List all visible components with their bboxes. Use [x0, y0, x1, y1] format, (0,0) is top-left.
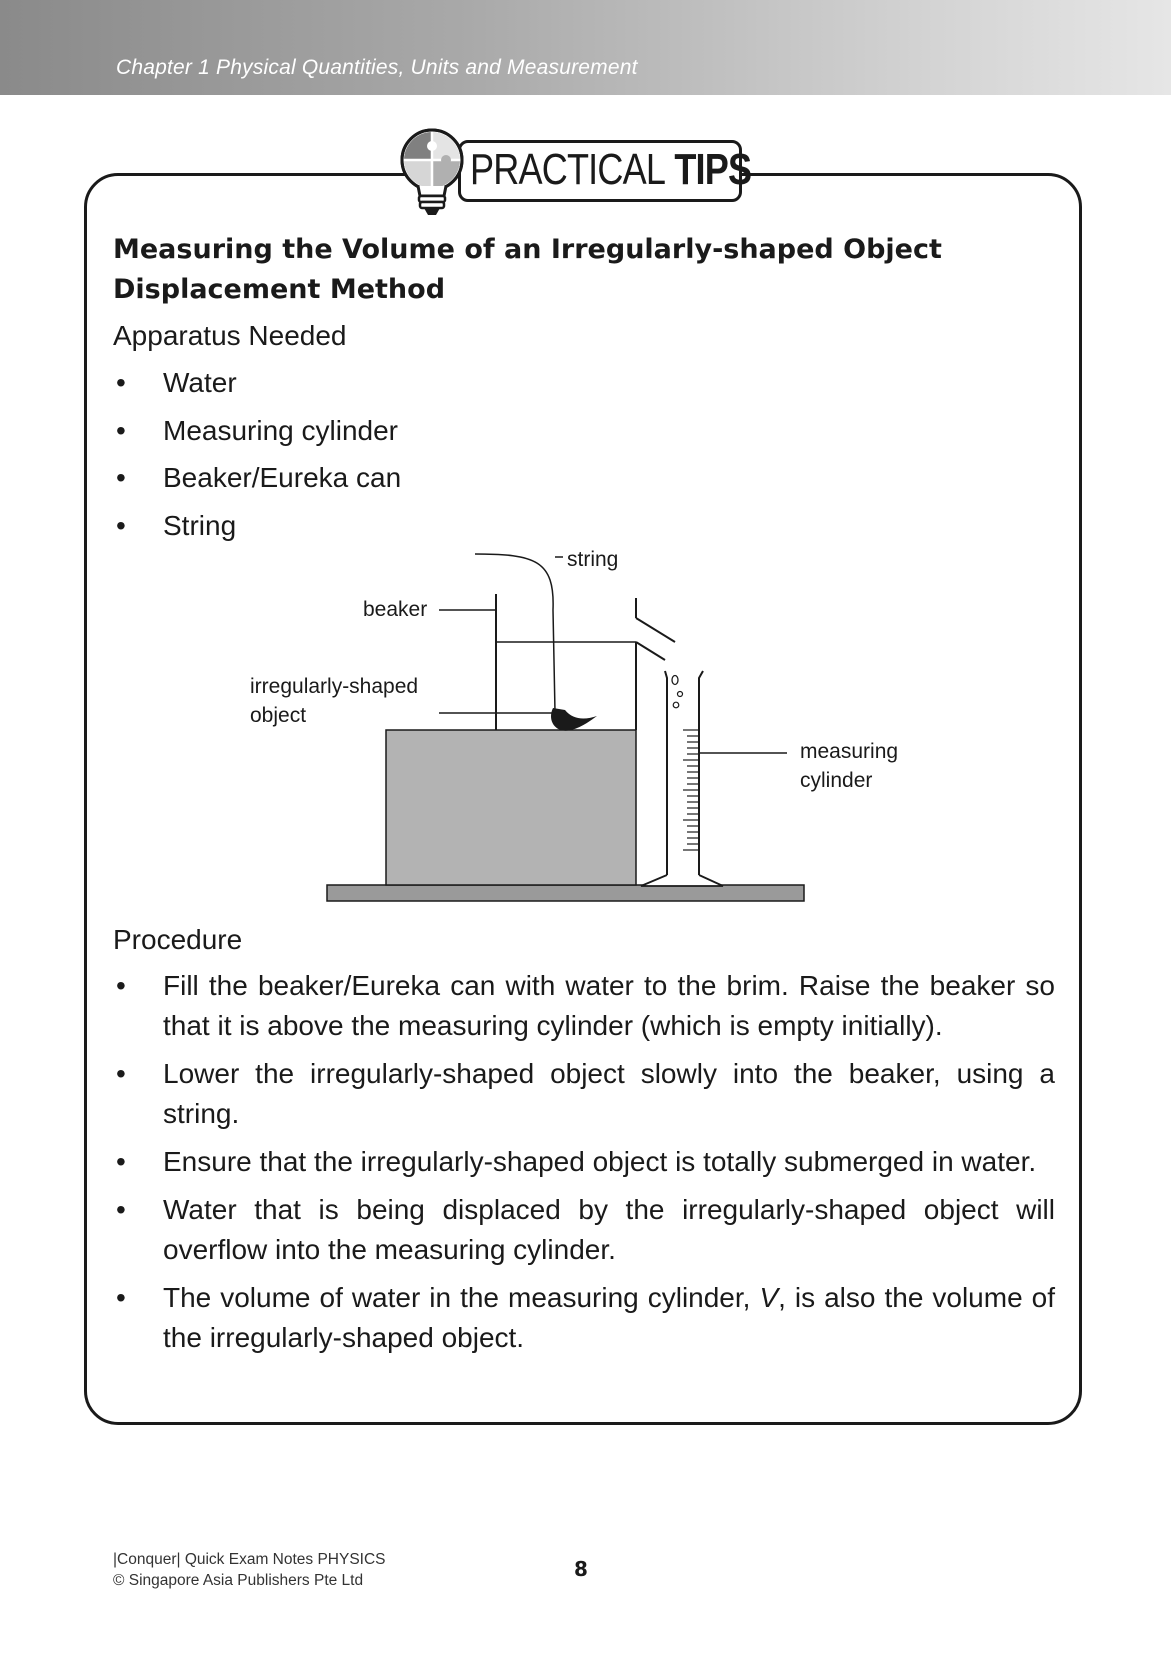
apparatus-item: Water [113, 366, 401, 414]
apparatus-item: String [113, 509, 401, 557]
procedure-heading: Procedure [113, 924, 243, 955]
chapter-header-band: Chapter 1 Physical Quantities, Units and… [0, 0, 1171, 95]
title-line-2: Displacement Method [113, 274, 446, 305]
apparatus-list: Water Measuring cylinder Beaker/Eureka c… [113, 366, 401, 556]
badge-tips: TIPS [674, 145, 752, 194]
raising-block [385, 729, 637, 886]
footer-book-title: |Conquer| Quick Exam Notes PHYSICS [113, 1551, 386, 1568]
apparatus-heading: Apparatus Needed [113, 320, 347, 351]
label-string: string [567, 548, 619, 571]
procedure-step: The volume of water in the measuring cyl… [113, 1278, 1055, 1358]
cylinder-right-wall [698, 670, 704, 875]
cylinder-left-wall [664, 670, 668, 875]
water-drop [676, 690, 684, 698]
procedure-step: Fill the beaker/Eureka can with water to… [113, 966, 1055, 1046]
displacement-diagram [326, 553, 805, 902]
label-cylinder-line-1: measuring [800, 740, 899, 763]
apparatus-item: Beaker/Eureka can [113, 461, 401, 509]
irregular-object [551, 708, 597, 731]
cylinder-scale [683, 729, 699, 851]
label-object-line-2: object [250, 704, 307, 727]
practical-title: Measuring the Volume of an Irregularly-s… [113, 230, 1033, 310]
string-line [474, 553, 556, 713]
chapter-title: Chapter 1 Physical Quantities, Units and… [116, 56, 638, 79]
label-object: irregularly-shaped object [250, 672, 418, 730]
title-line-1: Measuring the Volume of an Irregularly-s… [113, 234, 942, 265]
apparatus-item: Measuring cylinder [113, 414, 401, 462]
badge-practical: PRACTICAL [470, 145, 666, 194]
spout-upper-slant [635, 617, 676, 643]
procedure-step: Ensure that the irregularly-shaped objec… [113, 1142, 1055, 1182]
badge-label: PRACTICAL TIPS [470, 142, 752, 198]
lightbulb-puzzle-icon [400, 128, 464, 215]
water-drop [672, 701, 680, 709]
spout-lower-slant [635, 641, 666, 661]
label-cylinder-line-2: cylinder [800, 769, 873, 792]
footer-credits: |Conquer| Quick Exam Notes PHYSICS © Sin… [113, 1549, 386, 1591]
label-beaker: beaker [363, 598, 428, 621]
procedure-step: Lower the irregularly-shaped object slow… [113, 1054, 1055, 1134]
label-object-line-1: irregularly-shaped [250, 675, 419, 698]
procedure-list: Fill the beaker/Eureka can with water to… [113, 966, 1055, 1366]
practical-tips-badge: PRACTICAL TIPS [396, 124, 752, 224]
badge-plate [458, 140, 742, 202]
footer-copyright: © Singapore Asia Publishers Pte Ltd [113, 1572, 364, 1589]
bench [326, 884, 805, 902]
page-number: 8 [574, 1557, 588, 1581]
cylinder-base [640, 874, 724, 887]
water-drop [671, 674, 679, 686]
label-cylinder: measuring cylinder [800, 737, 898, 795]
procedure-step: Water that is being displaced by the irr… [113, 1190, 1055, 1270]
